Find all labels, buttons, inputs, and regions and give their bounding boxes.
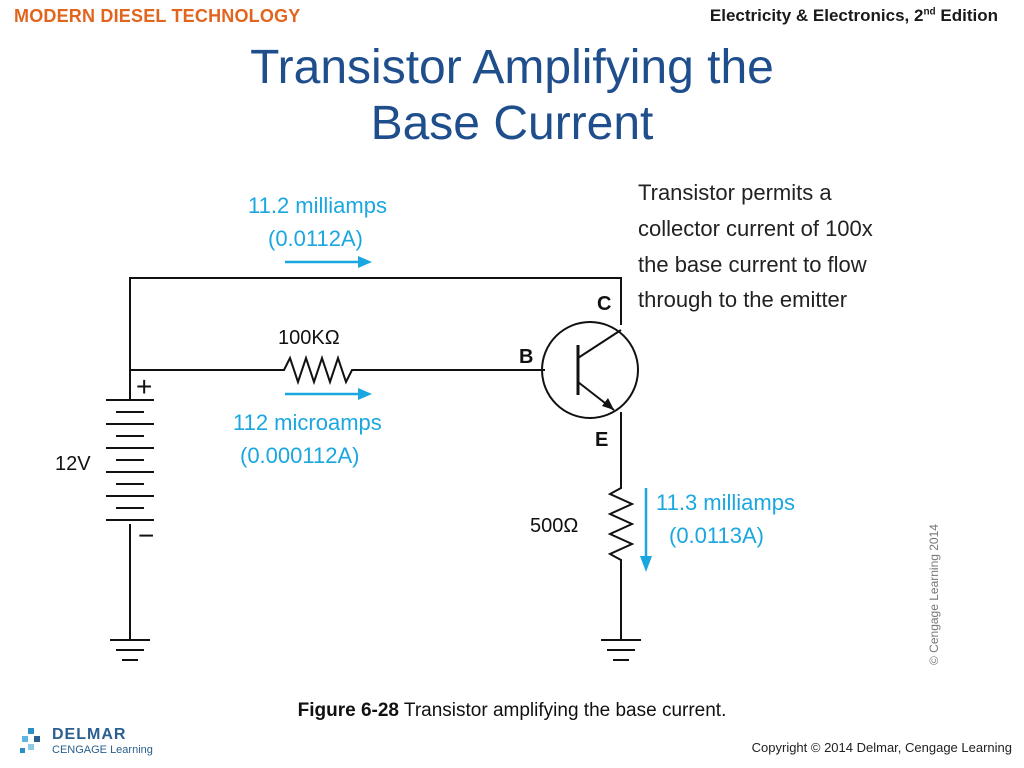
transistor-emitter-arrow (602, 398, 614, 410)
battery-minus-label: − (138, 520, 154, 551)
ground-right (601, 639, 641, 661)
logo-sub: CENGAGE Learning (52, 744, 153, 756)
slide-title-line1: Transistor Amplifying the (250, 41, 774, 94)
base-resistor-label: 100KΩ (278, 327, 340, 349)
figure-caption: Figure 6-28 Transistor amplifying the ba… (0, 700, 1024, 722)
emitter-current-value: (0.0113A) (669, 523, 764, 548)
figure-number: Figure 6-28 (297, 700, 399, 721)
base-wire (130, 354, 545, 386)
battery-plus-label: + (136, 371, 152, 402)
collector-current-value: (0.0112A) (268, 226, 363, 251)
header-right-suffix: Edition (935, 6, 998, 25)
header-right-sup: nd (923, 6, 936, 18)
battery-voltage-label: 12V (55, 453, 91, 475)
terminal-emitter-label: E (595, 429, 608, 451)
circuit-diagram: 11.2 milliamps (0.0112A) 112 microamps (… (55, 180, 941, 665)
publisher-logo: DELMAR CENGAGE Learning (18, 726, 153, 756)
header-left: MODERN DIESEL TECHNOLOGY (14, 6, 301, 26)
figure-caption-text: Transistor amplifying the base current. (399, 700, 727, 721)
header-right: Electricity & Electronics, 2nd Edition (710, 6, 998, 26)
header-right-prefix: Electricity & Electronics, 2 (709, 6, 924, 25)
note-line: through to the emitter (638, 287, 847, 312)
note-line: collector current of 100x (638, 216, 873, 241)
note-line: the base current to flow (638, 252, 867, 277)
battery-symbol (106, 399, 154, 521)
transistor-collector-lead (577, 329, 622, 359)
emitter-resistor-label: 500Ω (530, 515, 578, 537)
base-current-value: (0.000112A) (240, 443, 359, 468)
slide-title: Transistor Amplifying the Base Current (0, 40, 1024, 152)
emitter-wire (607, 412, 635, 640)
image-credit: © Cengage Learning 2014 (927, 524, 941, 665)
terminal-base-label: B (519, 346, 533, 368)
terminal-collector-label: C (597, 293, 611, 315)
emitter-current-label: 11.3 milliamps (656, 490, 795, 515)
collector-current-label: 11.2 milliamps (248, 193, 387, 218)
transistor-note: Transistor permits a collector current o… (638, 180, 873, 312)
slide-title-line2: Base Current (370, 97, 654, 150)
collector-wire (129, 277, 622, 372)
transistor-body (541, 321, 639, 419)
base-current-label: 112 microamps (233, 410, 382, 435)
logo-name: DELMAR (52, 726, 127, 743)
copyright-text: Copyright © 2014 Delmar, Cengage Learnin… (751, 740, 1012, 755)
ground-left (110, 639, 150, 661)
note-line: Transistor permits a (638, 180, 832, 205)
delmar-logo-icon (20, 728, 40, 753)
